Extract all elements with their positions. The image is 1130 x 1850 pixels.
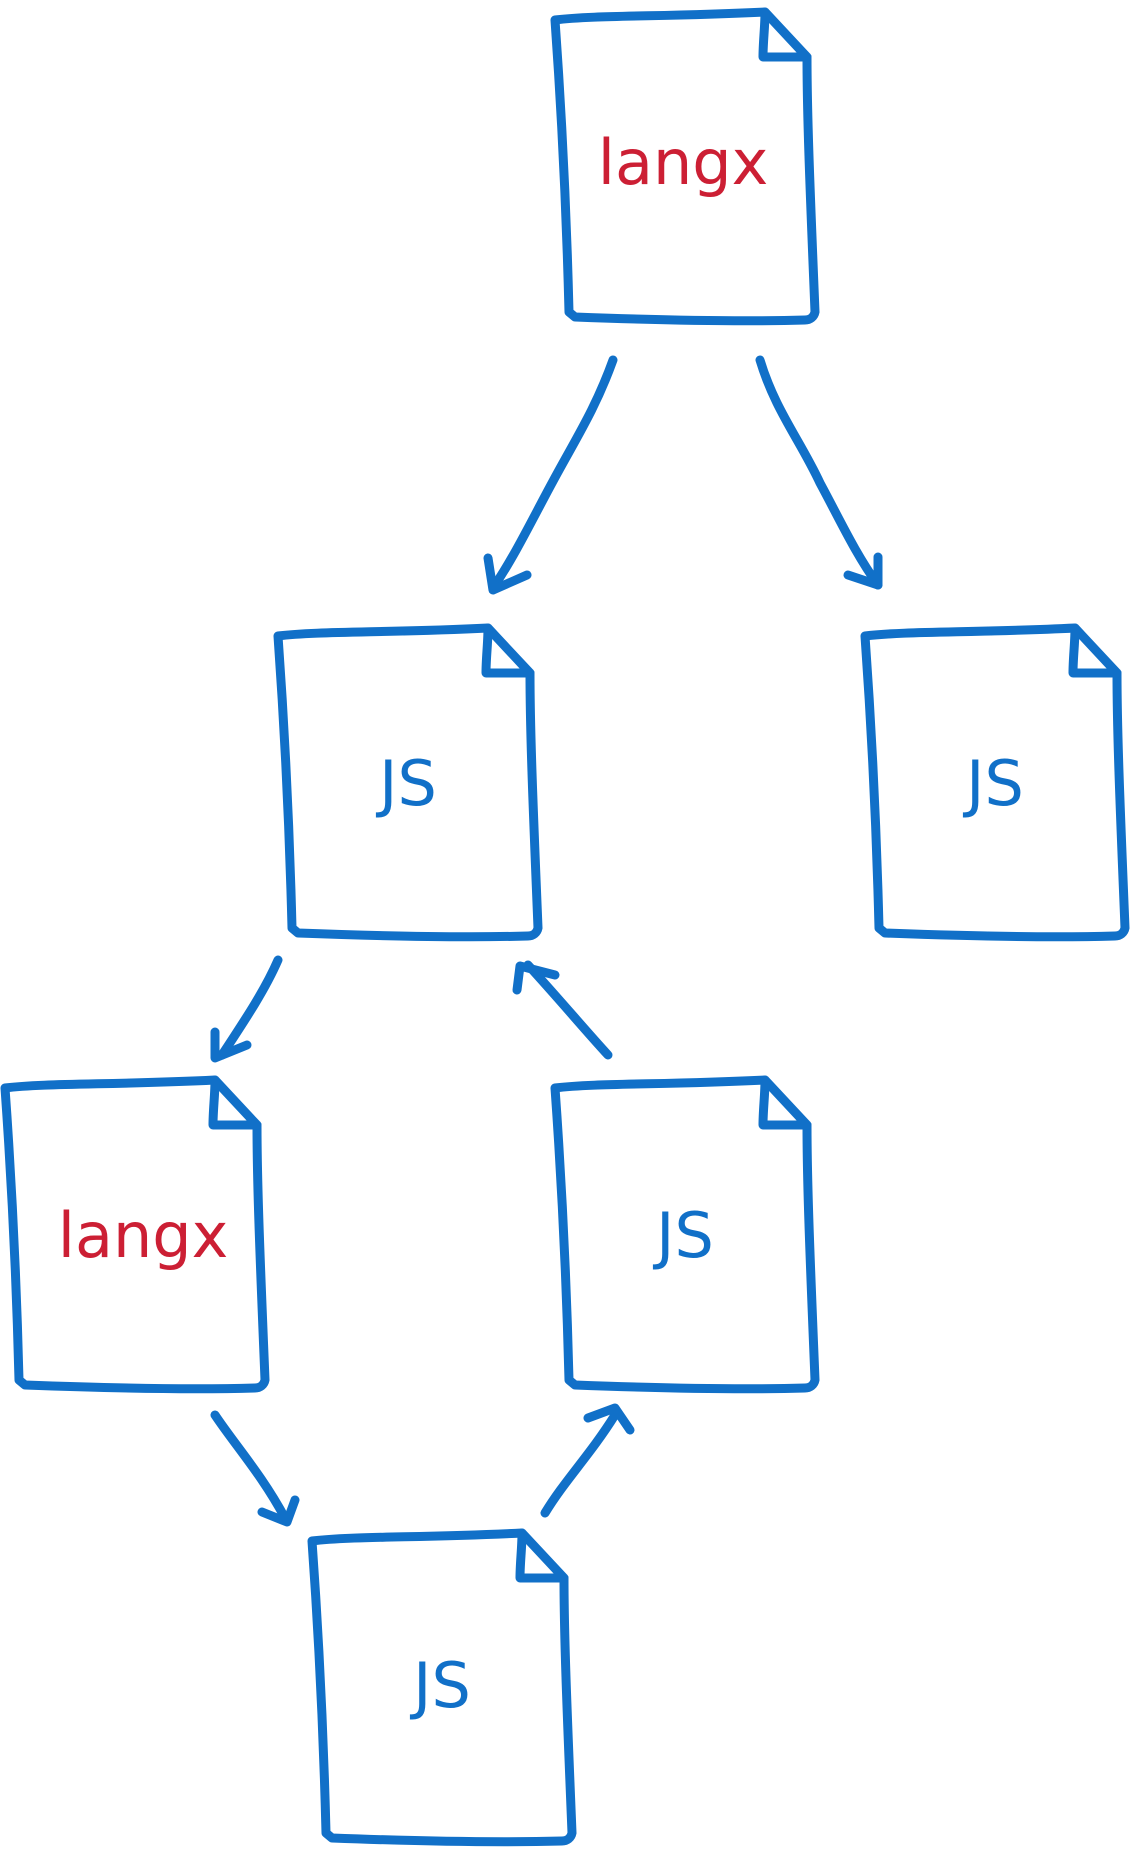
arrow-line [755,355,883,590]
arrow-head [257,1495,300,1527]
document-fold [481,623,535,678]
doc-label-js: JS [652,1199,714,1272]
arrow-bottom-to-lower-right [540,1403,635,1518]
arrow-line [523,960,613,1060]
arrow-head [843,552,883,590]
arrow-top-to-mid-left [483,355,618,595]
arrow-line [540,1410,620,1518]
arrow-head [512,961,560,995]
document-outline [550,1075,820,1394]
document-outline [550,7,820,326]
doc-lower-right-js: JS [550,1075,820,1394]
arrow-lower-left-to-bottom [210,1410,300,1527]
arrow-head [483,553,532,595]
doc-label-langx: langx [58,1199,229,1272]
doc-label-langx: langx [598,126,769,199]
doc-mid-right-js: JS [860,623,1130,942]
document-fold [515,1528,569,1583]
doc-label-js: JS [375,747,437,820]
arrow-line [217,955,283,1060]
doc-mid-left-js: JS [273,623,543,942]
doc-bottom-js: JS [307,1528,577,1847]
arrow-mid-left-to-lower-left [210,955,283,1063]
arrow-line [210,1410,290,1523]
document-fold [758,1075,812,1130]
document-outline [860,623,1130,942]
document-fold [1068,623,1122,678]
arrow-head [210,1027,252,1063]
document-fold [208,1075,262,1130]
arrow-line [490,355,618,590]
doc-top-langx: langx [550,7,820,326]
document-fold [758,7,812,62]
doc-label-js: JS [962,747,1024,820]
arrow-top-to-mid-right [755,355,883,590]
document-outline [273,623,543,942]
doc-lower-left-langx: langx [0,1075,270,1394]
doc-label-js: JS [409,1649,471,1722]
document-outline [0,1075,270,1394]
arrow-head [583,1403,635,1435]
document-outline [307,1528,577,1847]
arrow-lower-right-to-mid-left [512,960,613,1060]
